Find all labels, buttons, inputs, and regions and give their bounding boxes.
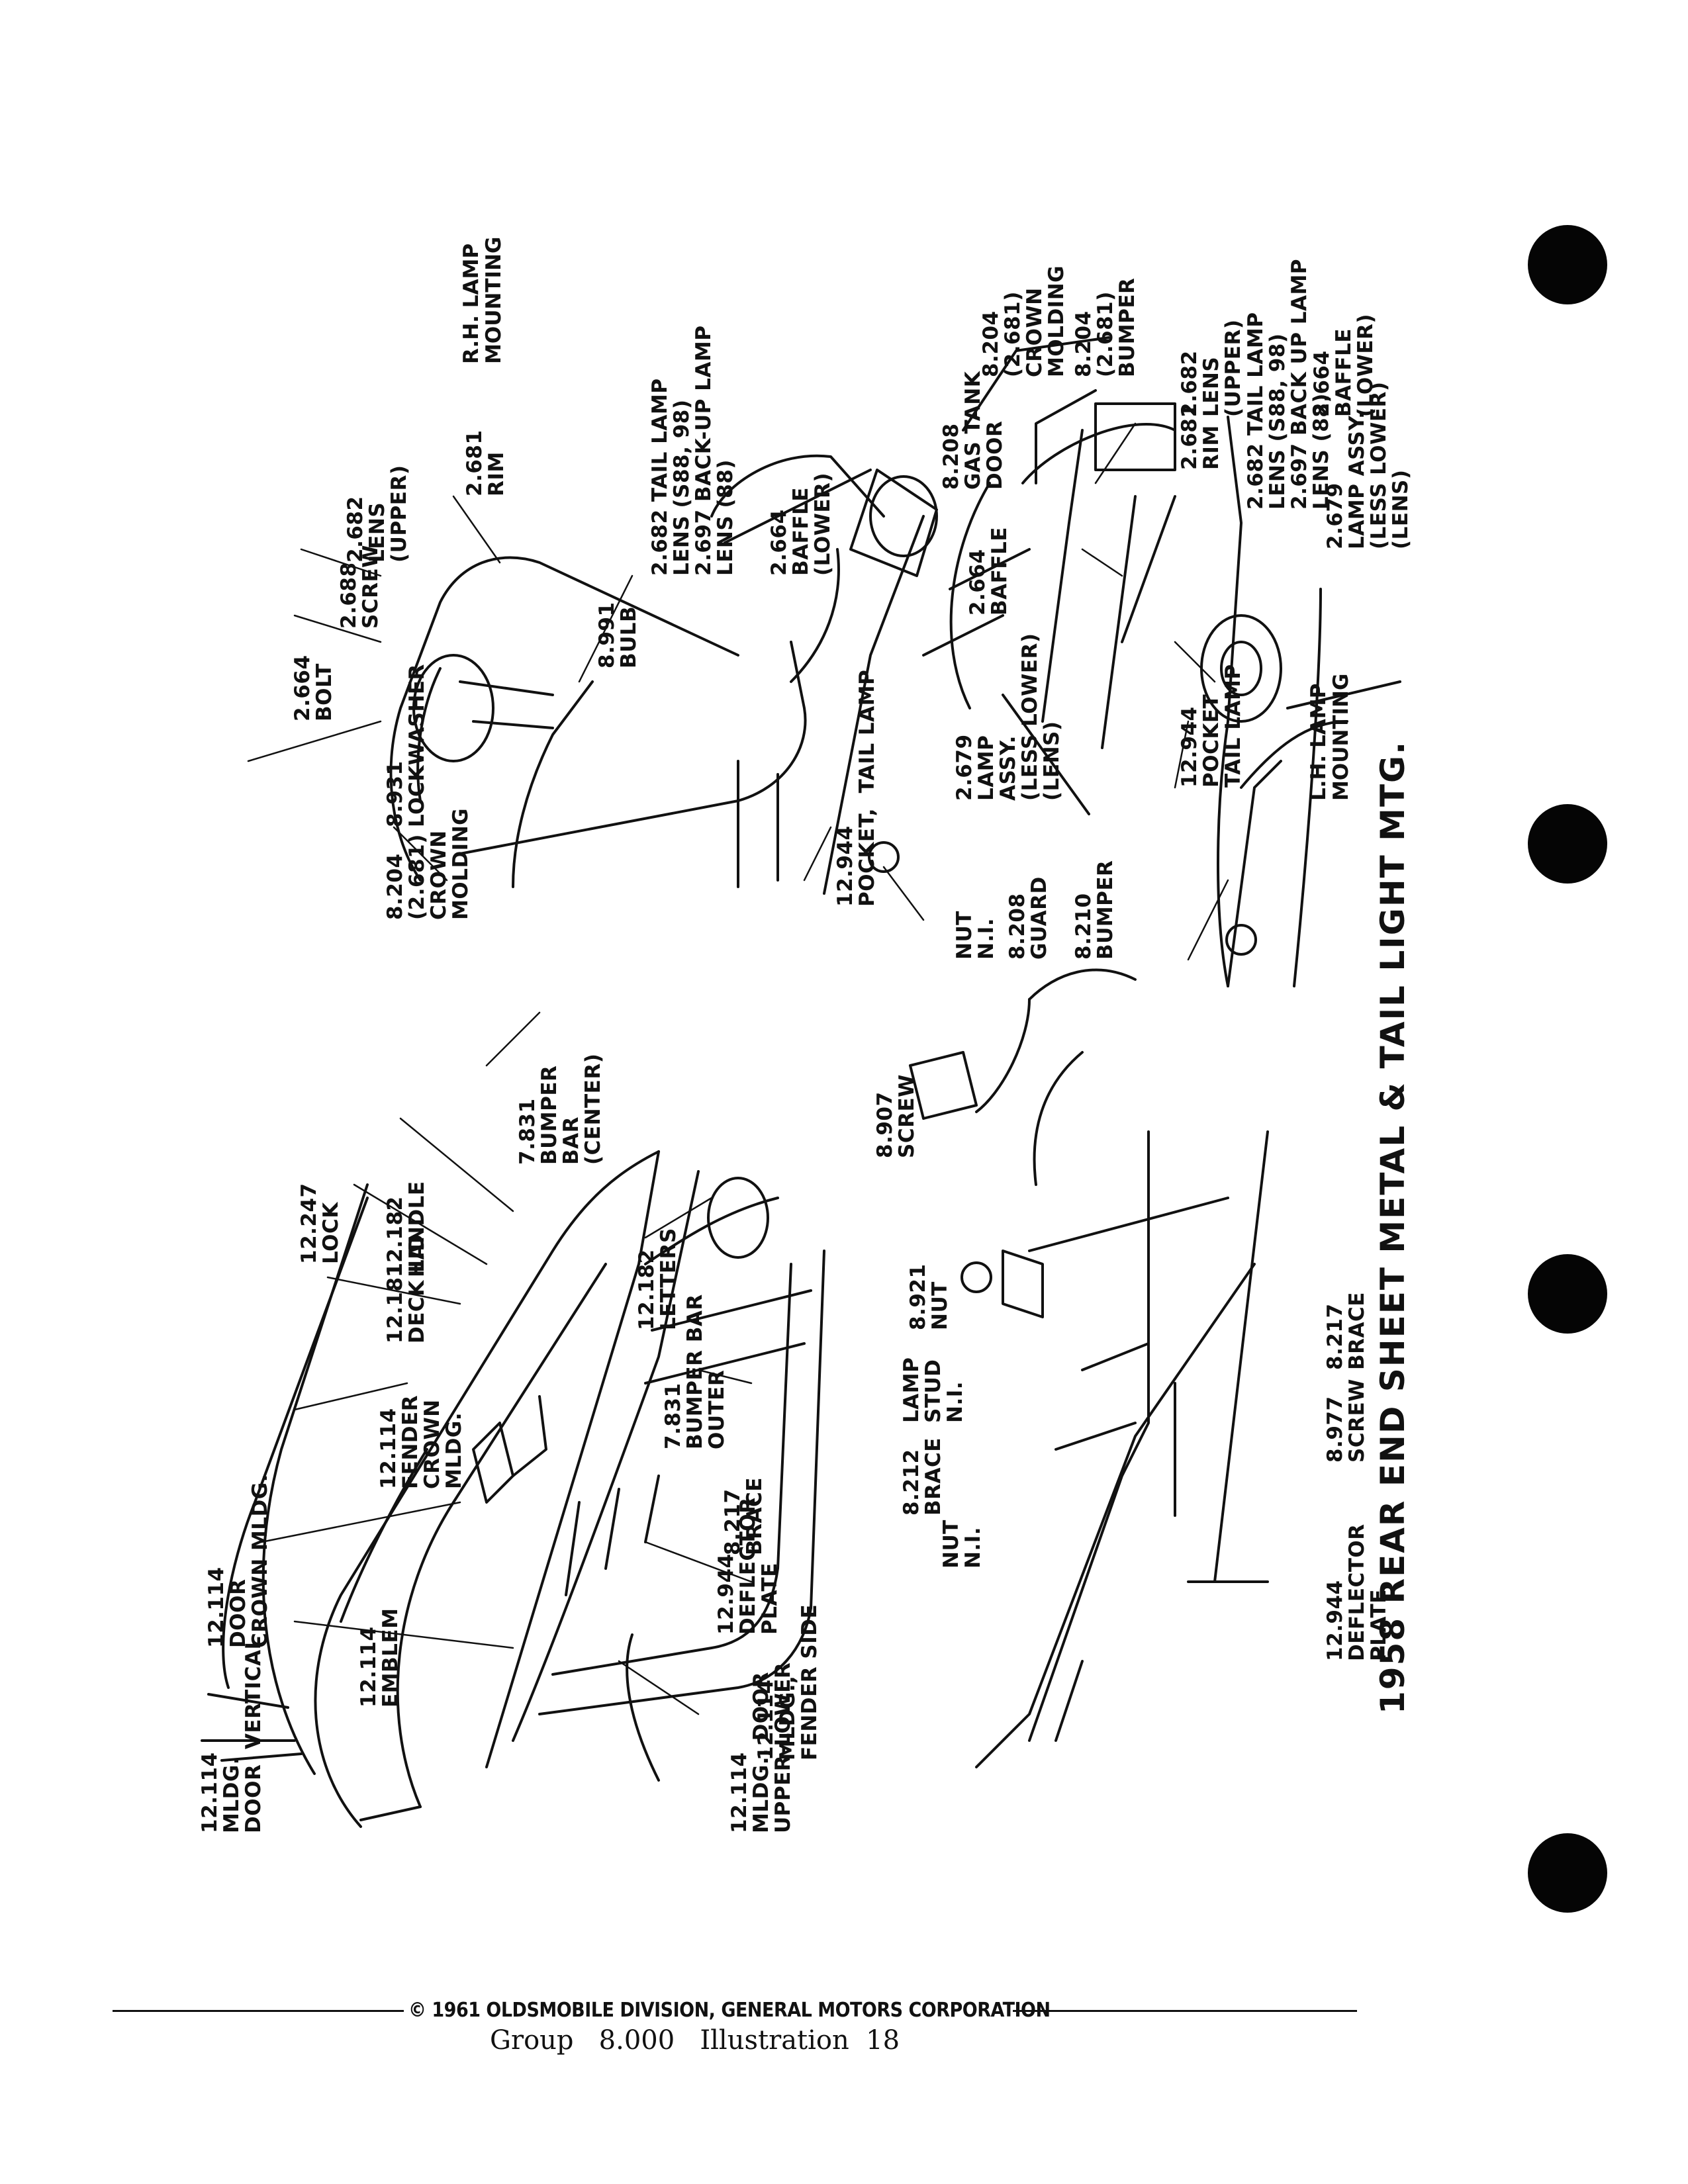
copyright-line: © 1961 OLDSMOBILE DIVISION, GENERAL MOTO…: [408, 1999, 1051, 2022]
label-lh-bumper: 8.204(2.681)BUMPER: [1072, 277, 1139, 377]
line-art: [201, 336, 1401, 1828]
lh-lamp-art: [922, 336, 1401, 987]
binder-hole-2: [1528, 804, 1607, 884]
footer-rule-right: [1013, 2010, 1357, 2012]
binder-hole-4: [1528, 1833, 1607, 1913]
page-title: 1958 REAR END SHEET METAL & TAIL LIGHT M…: [1374, 740, 1412, 1714]
group-illustration-line: Group 8.000 Illustration 18: [490, 2025, 900, 2056]
footer-rule-left: [113, 2010, 404, 2012]
leader-lines: [247, 422, 1229, 1715]
binder-hole-1: [1528, 225, 1607, 304]
bumper-brace-art: [909, 968, 1269, 1768]
rh-lamp-art: [389, 423, 1176, 895]
deck-lid-art: [201, 1150, 825, 1828]
binder-hole-3: [1528, 1254, 1607, 1334]
